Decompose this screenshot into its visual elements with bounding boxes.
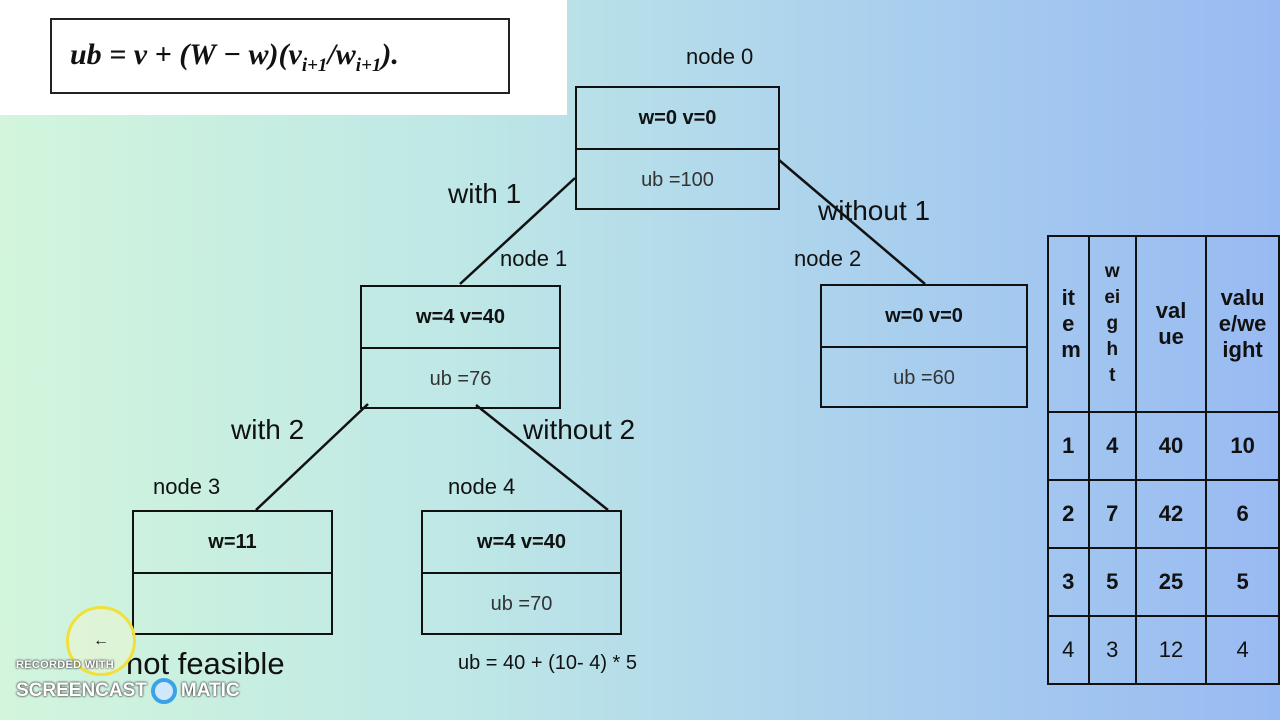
node-2-state: w=0 v=0 [822,286,1026,348]
header-item: item [1047,235,1090,413]
node-3-box: w=11 [132,510,333,635]
node-3-label: node 3 [153,474,221,499]
node-3-ub [134,574,331,634]
table-row: 3 5 25 5 [1047,547,1280,617]
table-row: 1 4 40 10 [1047,411,1280,481]
cell-ratio: 6 [1205,479,1280,549]
items-table: item weight value value/weight 1 4 40 10… [1047,235,1280,685]
edge-label-with-1: with 1 [448,178,522,209]
cell-value: 25 [1134,547,1208,617]
cell-item: 4 [1047,615,1090,685]
cell-value: 42 [1134,479,1208,549]
node-4-label: node 4 [448,474,516,499]
cell-weight: 7 [1087,479,1137,549]
header-weight: weight [1087,235,1137,413]
node-4-box: w=4 v=40 ub =70 [421,510,622,635]
node-1-state: w=4 v=40 [362,287,559,349]
node-2-ub: ub =60 [893,366,955,389]
node-0-label: node 0 [686,44,754,69]
cell-item: 2 [1047,479,1090,549]
node-1-ub: ub =76 [429,367,492,390]
cell-value: 12 [1134,615,1208,685]
node-3-state: w=11 [134,512,331,574]
cell-value: 40 [1134,411,1208,481]
cell-item: 3 [1047,547,1090,617]
watermark-recorded-with: RECORDED WITH [16,659,115,671]
cell-ratio: 10 [1205,411,1280,481]
edge-node1-node4 [475,404,609,511]
not-feasible-note: not feasible [126,646,285,681]
node-1-box: w=4 v=40 ub =76 [360,285,561,409]
cursor-highlight: ← [66,606,136,676]
header-value-weight: value/weight [1205,235,1280,413]
node-2-box: w=0 v=0 ub =60 [820,284,1028,408]
node-4-ub: ub =70 [490,592,553,615]
arrow-left-icon: ← [93,632,109,649]
screencast-logo-icon [150,678,177,704]
cell-ratio: 4 [1205,615,1280,685]
edge-node0-node1 [459,177,576,285]
cell-weight: 3 [1087,615,1137,685]
node-0-ub: ub =100 [641,168,714,191]
ub-calculation-note: ub = 40 + (10- 4) * 5 [458,652,638,674]
formula-panel: ub = v + (W − w)(vi+1/wi+1). [0,0,567,115]
cell-ratio: 5 [1205,547,1280,617]
node-4-state: w=4 v=40 [423,512,620,574]
edge-label-without-2: without 2 [523,414,636,445]
table-row: 2 7 42 6 [1047,479,1280,549]
table-header-row: item weight value value/weight [1047,235,1280,413]
edge-node1-node3 [255,403,369,511]
node-0-box: w=0 v=0 ub =100 [575,86,780,210]
node-2-label: node 2 [794,246,862,271]
cell-weight: 5 [1087,547,1137,617]
edge-label-with-2: with 2 [231,414,305,445]
node-0-state: w=0 v=0 [577,88,778,150]
edge-node0-node2 [778,159,926,285]
node-1-label: node 1 [500,246,568,271]
upper-bound-formula: ub = v + (W − w)(vi+1/wi+1). [50,18,510,94]
table-row: 4 3 12 4 [1047,615,1280,685]
header-value: value [1134,235,1208,413]
edge-label-without-1: without 1 [818,195,931,226]
cell-weight: 4 [1087,411,1137,481]
cell-item: 1 [1047,411,1090,481]
